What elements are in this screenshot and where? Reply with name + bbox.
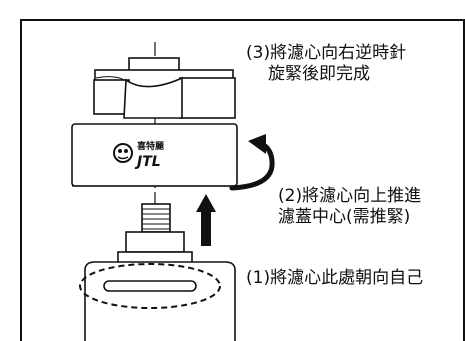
brand-name: 喜特麗 xyxy=(137,140,164,152)
step-2-line-1: (2)將濾心向上推進 xyxy=(278,186,422,206)
brand-mark: JTL xyxy=(134,154,161,170)
brand-logo: 喜特麗 JTL xyxy=(113,140,164,170)
step-3-line-2: 旋緊後即完成 xyxy=(268,64,370,84)
highlight-ellipse xyxy=(79,263,221,309)
filter-connector xyxy=(117,203,193,267)
step-2-instruction: (2)將濾心向上推進 濾蓋中心(需推緊) xyxy=(278,186,461,228)
curved-arrow-icon xyxy=(229,134,275,191)
filter-slot-marker xyxy=(103,280,197,292)
diagram-frame xyxy=(20,19,465,341)
step-3-instruction: (3)將濾心向右逆時針 旋緊後即完成 xyxy=(246,43,461,85)
housing-cap xyxy=(71,57,238,187)
step-1-instruction: (1)將濾心此處朝向自己 xyxy=(246,268,461,289)
step-1-line-1: (1)將濾心此處朝向自己 xyxy=(246,268,424,288)
step-2-line-2: 濾蓋中心(需推緊) xyxy=(278,207,411,227)
up-arrow-icon xyxy=(196,194,216,246)
step-3-line-1: (3)將濾心向右逆時針 xyxy=(246,43,407,63)
filter-cartridge-body xyxy=(79,261,236,341)
